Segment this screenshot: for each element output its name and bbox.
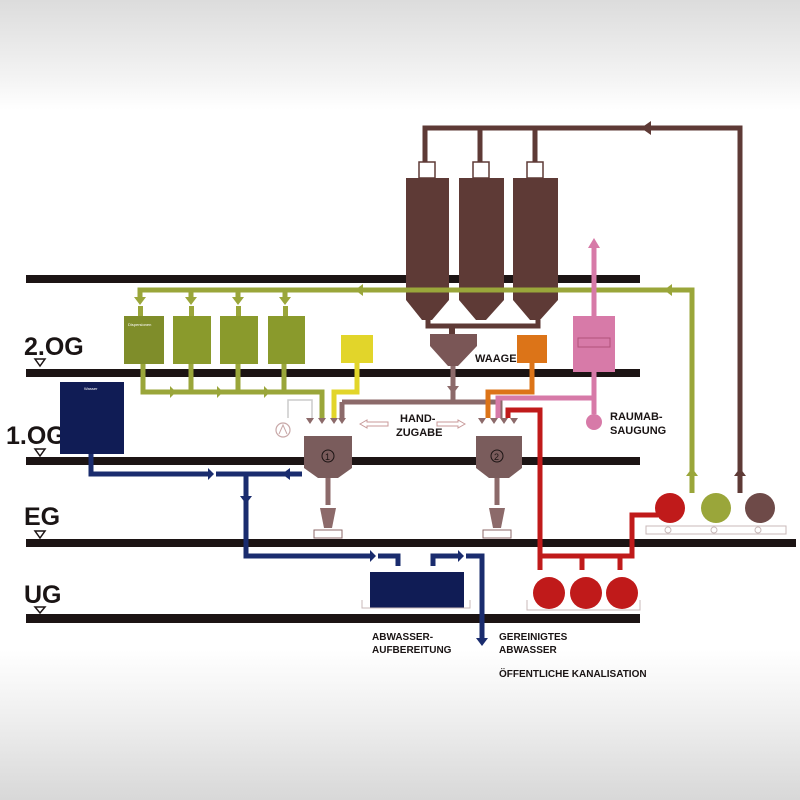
arrow-up-icon xyxy=(734,468,746,476)
floor-eg xyxy=(26,539,796,547)
floor-roof xyxy=(26,275,640,283)
arrow-down-icon xyxy=(447,386,459,394)
level-marker-icon xyxy=(33,448,47,458)
label-hand-zugabe-1: HAND- xyxy=(400,413,436,425)
silo-3 xyxy=(513,161,558,320)
arrow-up-icon xyxy=(686,468,698,476)
red-feed-line xyxy=(505,407,658,570)
label-abwasser-1: ABWASSER- xyxy=(372,632,433,643)
arrow-left-icon xyxy=(664,284,672,296)
tank-cars xyxy=(645,468,787,535)
arrow-right-icon xyxy=(370,550,376,562)
silos xyxy=(406,161,558,334)
dosing-tanks: Dispersionen xyxy=(124,306,305,364)
level-marker-icon xyxy=(33,358,47,368)
storage-tank xyxy=(533,577,565,609)
storage-tanks xyxy=(526,577,641,611)
exhaust-line xyxy=(495,372,597,418)
arrow-right-icon xyxy=(208,468,214,480)
arrow-left-icon xyxy=(358,419,389,429)
arrow-left-icon xyxy=(282,468,290,480)
mixer-number: 2 xyxy=(494,452,499,462)
yellow-feed-line xyxy=(331,363,360,420)
arrow-left-icon xyxy=(355,284,363,296)
exhaust-filter xyxy=(573,316,615,372)
level-labels: 2.OG 1.OG EG UG xyxy=(6,333,84,615)
tank-car-red xyxy=(655,493,685,523)
dosing-tank-1 xyxy=(124,316,164,364)
arrow-right-icon xyxy=(217,386,223,398)
silo-1 xyxy=(406,161,449,320)
label-waage: WAAGE xyxy=(475,353,517,365)
arrow-up-icon xyxy=(588,238,600,248)
silo-2 xyxy=(459,161,504,320)
dosing-tank-4 xyxy=(268,316,305,364)
dosing-tank-3 xyxy=(220,316,258,364)
mixer-number: 1 xyxy=(325,452,330,462)
arrow-right-icon xyxy=(264,386,270,398)
wastewater-treatment-tank xyxy=(370,572,464,608)
manual-feed-line xyxy=(287,399,313,420)
arrow-down-icon xyxy=(232,297,244,305)
floor-2og xyxy=(26,369,640,377)
svg-text:Dispersionen: Dispersionen xyxy=(128,322,151,327)
floor-ug xyxy=(26,614,640,623)
arrow-right-icon xyxy=(170,386,176,398)
tank-car-brown xyxy=(745,493,775,523)
dosing-collector-line xyxy=(140,364,325,420)
arrow-down-icon xyxy=(279,297,291,305)
scale-hopper xyxy=(430,334,477,366)
mixer-2: 2 xyxy=(476,418,522,539)
arrow-down-icon xyxy=(240,496,252,504)
exhaust-fan xyxy=(586,414,602,430)
arrow-down-icon xyxy=(476,638,488,646)
dosing-tank-2 xyxy=(173,316,211,364)
level-marker-icon xyxy=(33,530,47,540)
arrow-down-icon xyxy=(134,297,146,305)
water-tank-label: Wasser xyxy=(84,386,98,391)
level-label-2og: 2.OG xyxy=(24,333,84,361)
yellow-tank xyxy=(341,335,373,363)
level-label-ug: UG xyxy=(24,581,62,609)
label-abwasser-2: AUFBEREITUNG xyxy=(372,645,452,656)
label-kanalisation: ÖFFENTLICHE KANALISATION xyxy=(499,667,647,680)
label-raumabsaugung-2: SAUGUNG xyxy=(610,425,666,437)
mixer-1: 1 xyxy=(304,418,352,539)
orange-tank xyxy=(517,335,547,363)
arrow-down-icon xyxy=(185,297,197,305)
orange-feed-line xyxy=(485,363,535,418)
silo-return-line xyxy=(422,125,743,493)
label-raumabsaugung-1: RAUMAB- xyxy=(610,411,663,423)
tank-car-green xyxy=(701,493,731,523)
arrow-right-icon xyxy=(458,550,464,562)
arrow-left-icon xyxy=(641,121,651,135)
arrow-right-icon xyxy=(436,419,467,429)
storage-tank xyxy=(606,577,638,609)
water-tank xyxy=(60,382,124,454)
level-label-1og: 1.OG xyxy=(6,422,66,450)
level-marker-icon xyxy=(33,606,47,615)
label-gereinigt-1: GEREINIGTES xyxy=(499,632,568,643)
label-gereinigt-2: ABWASSER xyxy=(499,645,558,656)
level-label-eg: EG xyxy=(24,503,60,531)
label-hand-zugabe-2: ZUGABE xyxy=(396,427,442,439)
storage-tank xyxy=(570,577,602,609)
